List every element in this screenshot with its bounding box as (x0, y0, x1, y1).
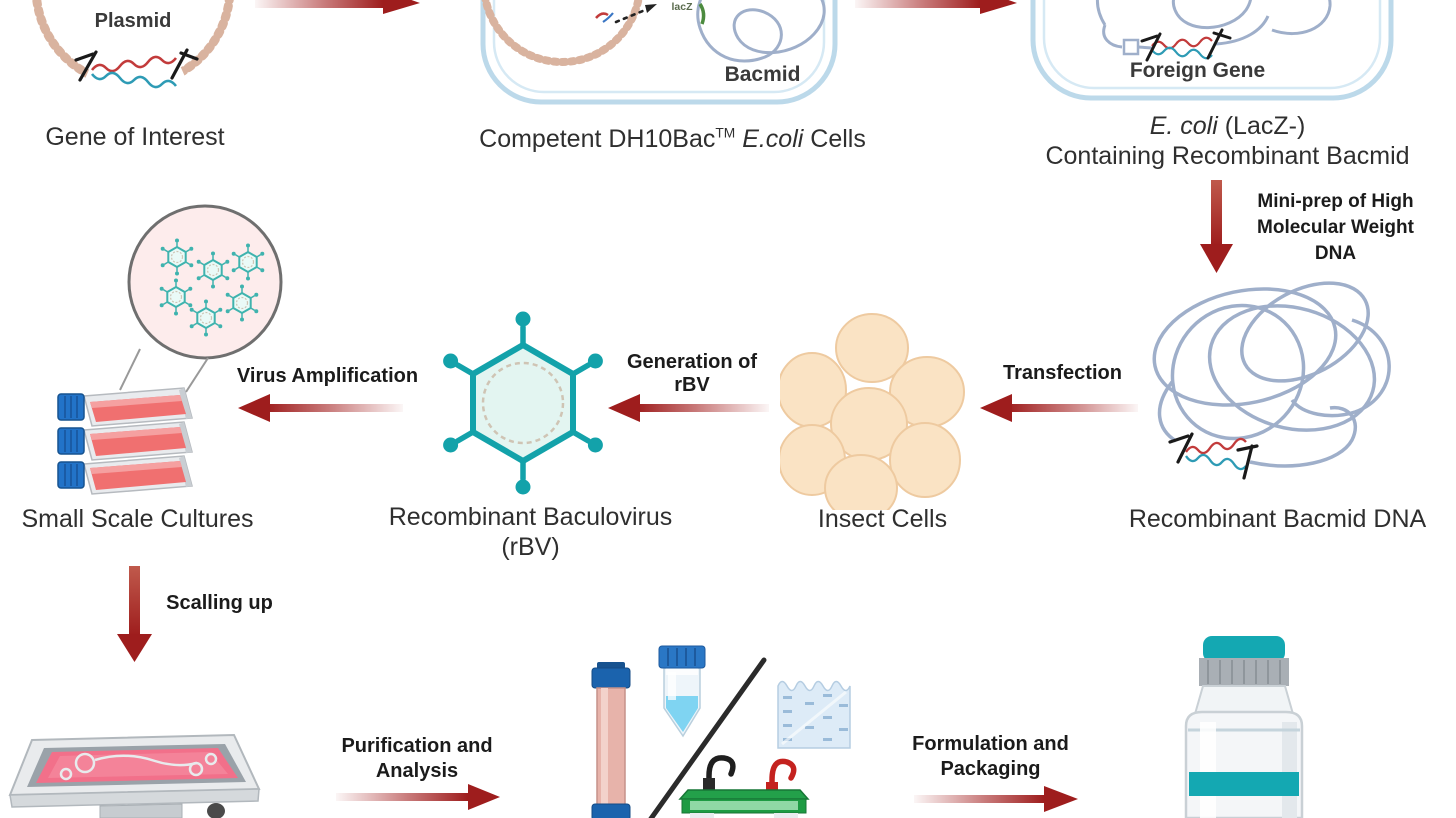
lacz-label: lacZ (671, 1, 693, 13)
recombinant-ecoli-caption-line2: Containing Recombinant Bacmid (1045, 141, 1410, 170)
electrophoresis-tank-icon (678, 755, 810, 818)
gene-of-interest-caption: Gene of Interest (45, 123, 225, 151)
arrow-down-icon (1200, 180, 1233, 273)
recombinant-ecoli-species: E. coli (1149, 112, 1218, 140)
miniprep-line1: Mini-prep of High (1257, 191, 1414, 212)
small-scale-cultures-icon (57, 204, 283, 495)
miniprep-line3: DNA (1314, 243, 1357, 264)
gel-blot-icon (777, 680, 851, 749)
baculovirus-caption: Recombinant Baculovirus (rBV) (363, 503, 698, 562)
formulation-line2: Packaging (940, 758, 1041, 780)
baculovirus-caption-line2: (rBV) (501, 532, 560, 561)
foreign-gene-label: Foreign Gene (1129, 59, 1266, 82)
arrow-right-icon (255, 0, 420, 14)
miniprep-line2: Molecular Weight (1257, 217, 1414, 238)
arrow-left-icon (238, 394, 403, 422)
baculovirus-caption-line1: Recombinant Baculovirus (388, 503, 673, 531)
small-scale-cultures-caption: Small Scale Cultures (21, 505, 254, 533)
arrow-down-icon (117, 566, 152, 662)
miniprep-step-label: Mini-prep of High Molecular Weight DNA (1238, 189, 1433, 267)
culture-flasks (57, 387, 193, 495)
purification-step-label: Purification and Analysis (328, 734, 506, 784)
generation-rbv-step-label: Generation of rBV (613, 351, 771, 397)
recombinant-cell-icon (1030, 0, 1394, 101)
purification-line1: Purification and (341, 735, 493, 757)
recombinant-bacmid-dna-icon (1152, 281, 1391, 480)
purification-line2: Analysis (375, 760, 459, 782)
insect-cells-caption: Insect Cells (817, 505, 948, 533)
generation-line2: rBV (674, 374, 710, 396)
plasmid-icon (32, 0, 234, 91)
baculovirus-icon (443, 311, 603, 495)
conical-tube-icon (658, 645, 706, 738)
scaling-up-step-label: Scalling up (166, 592, 273, 614)
insect-cells-icon (780, 313, 965, 510)
competent-cells-caption-prefix: Competent DH10Bac (479, 125, 716, 153)
transfection-step-label: Transfection (1003, 362, 1122, 384)
arrow-left-icon (608, 394, 769, 422)
virus-amplification-step-label: Virus Amplification (236, 365, 419, 387)
arrow-right-icon (914, 786, 1078, 812)
competent-cell-icon (480, 0, 838, 105)
product-vial-icon (1184, 636, 1304, 818)
arrow-right-icon (855, 0, 1017, 14)
plasmid-label: Plasmid (94, 10, 172, 32)
competent-cells-caption-species: E.coli (742, 125, 804, 153)
recombinant-ecoli-lacz: (LacZ-) (1224, 112, 1306, 140)
competent-cells-caption: Competent DH10BacTM E.coli Cells (430, 125, 915, 155)
recombinant-ecoli-caption: E. coli (LacZ-) Containing Recombinant B… (1035, 112, 1420, 171)
tm-superscript: TM (715, 125, 736, 141)
bacmid-label: Bacmid (724, 63, 801, 86)
competent-cells-caption-suffix: Cells (810, 125, 866, 153)
chromatography-column-icon (591, 662, 631, 818)
generation-line1: Generation of (626, 351, 757, 373)
recombinant-ecoli-caption-line1: E. coli (LacZ-) (1035, 112, 1420, 142)
pipette-rod-icon (648, 657, 767, 818)
wave-bioreactor-icon (8, 733, 261, 818)
arrow-left-icon (980, 394, 1138, 422)
formulation-line1: Formulation and (912, 733, 1069, 755)
arrow-right-icon (336, 784, 500, 810)
recombinant-bacmid-dna-caption: Recombinant Bacmid DNA (1128, 505, 1427, 533)
formulation-step-label: Formulation and Packaging (898, 732, 1083, 782)
